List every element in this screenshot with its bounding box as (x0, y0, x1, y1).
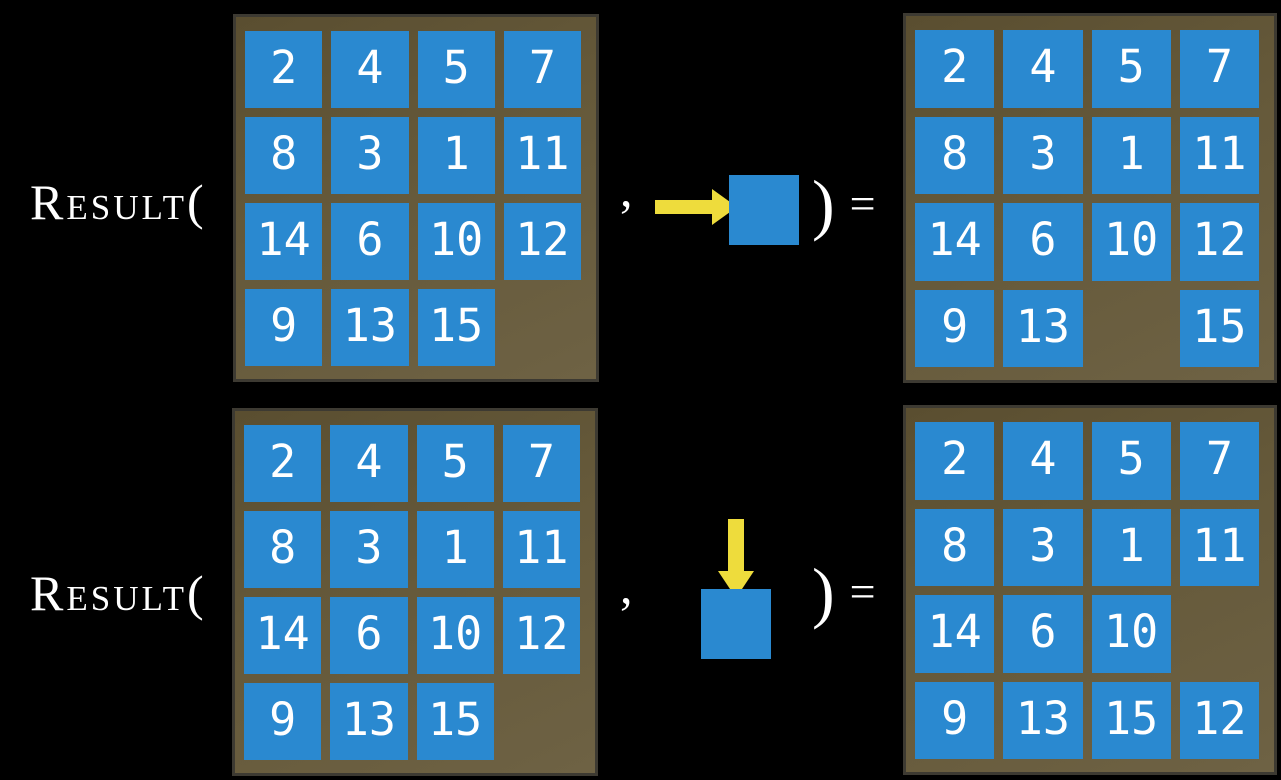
puzzle-tile: 8 (915, 116, 995, 194)
comma-separator: , (620, 558, 633, 614)
puzzle-tile: 1 (1091, 508, 1171, 586)
close-paren: ) (812, 554, 835, 630)
puzzle-tile: 12 (1179, 681, 1259, 759)
puzzle-tile: 9 (244, 683, 322, 760)
equals-sign: = (849, 566, 876, 617)
puzzle-tile: 3 (1003, 116, 1083, 194)
puzzle-tile: 4 (1003, 422, 1083, 500)
puzzle-tile: 6 (1003, 595, 1083, 673)
arrow-right-icon (655, 189, 737, 225)
puzzle-tile: 2 (245, 31, 323, 108)
puzzle-tile: 7 (502, 425, 580, 502)
close-paren-equals: ) = (812, 556, 876, 628)
empty-cell (503, 683, 580, 760)
puzzle-tile: 14 (915, 595, 995, 673)
puzzle-tile: 4 (1003, 30, 1083, 108)
puzzle-tile: 10 (416, 597, 494, 674)
puzzle-tile: 5 (416, 425, 494, 502)
equals-sign: = (849, 178, 876, 229)
puzzle-tile: 11 (503, 117, 581, 194)
empty-cell (1180, 595, 1259, 673)
puzzle-tile: 15 (1179, 289, 1259, 367)
puzzle-tile: 8 (245, 117, 323, 194)
moved-tile-square (729, 175, 799, 245)
puzzle-tile: 1 (417, 117, 495, 194)
puzzle-tile: 14 (245, 203, 323, 280)
puzzle-tile: 13 (330, 683, 408, 760)
puzzle-tile: 8 (915, 508, 995, 586)
puzzle-tile: 13 (331, 289, 409, 366)
close-paren: ) (812, 166, 835, 242)
puzzle-tile: 14 (244, 597, 322, 674)
puzzle-tile: 3 (330, 511, 408, 588)
puzzle-tile: 12 (502, 597, 580, 674)
puzzle-tile: 3 (1003, 508, 1083, 586)
puzzle-tile: 15 (1091, 681, 1171, 759)
puzzle-tile: 5 (1091, 30, 1171, 108)
puzzle-tile: 7 (1179, 30, 1259, 108)
puzzle-tile: 8 (244, 511, 322, 588)
moved-tile-square (701, 589, 771, 659)
puzzle-tile: 11 (1179, 116, 1259, 194)
puzzle-tile: 7 (1179, 422, 1259, 500)
puzzle-tile: 11 (1179, 508, 1259, 586)
puzzle-tile: 2 (915, 422, 995, 500)
puzzle-tile: 6 (1003, 203, 1083, 281)
empty-cell (504, 289, 581, 366)
puzzle-tile: 14 (915, 203, 995, 281)
puzzle-tile: 6 (331, 203, 409, 280)
empty-cell (1092, 290, 1171, 368)
puzzle-tile: 5 (417, 31, 495, 108)
puzzle-tile: 10 (1091, 595, 1171, 673)
puzzle-tile: 5 (1091, 422, 1171, 500)
puzzle-tile: 12 (1179, 203, 1259, 281)
puzzle-tile: 10 (417, 203, 495, 280)
puzzle-tile: 9 (245, 289, 323, 366)
puzzle-tile: 11 (502, 511, 580, 588)
puzzle-tile: 4 (331, 31, 409, 108)
puzzle-tile: 4 (330, 425, 408, 502)
puzzle-tile: 10 (1091, 203, 1171, 281)
puzzle-tile: 12 (503, 203, 581, 280)
comma-separator: , (620, 161, 633, 217)
close-paren-equals: ) = (812, 168, 876, 240)
puzzle-tile: 1 (1091, 116, 1171, 194)
puzzle-tile: 13 (1003, 681, 1083, 759)
arrow-down-icon (718, 519, 754, 598)
result-function-label: Result( (30, 174, 207, 230)
puzzle-tile: 7 (503, 31, 581, 108)
puzzle-tile: 2 (915, 30, 995, 108)
puzzle-tile: 13 (1003, 289, 1083, 367)
puzzle-tile: 15 (417, 289, 495, 366)
puzzle-tile: 1 (416, 511, 494, 588)
puzzle-tile: 3 (331, 117, 409, 194)
result-function-label: Result( (30, 565, 207, 621)
puzzle-tile: 9 (915, 289, 995, 367)
puzzle-tile: 9 (915, 681, 995, 759)
puzzle-tile: 6 (330, 597, 408, 674)
puzzle-tile: 15 (416, 683, 494, 760)
puzzle-tile: 2 (244, 425, 322, 502)
